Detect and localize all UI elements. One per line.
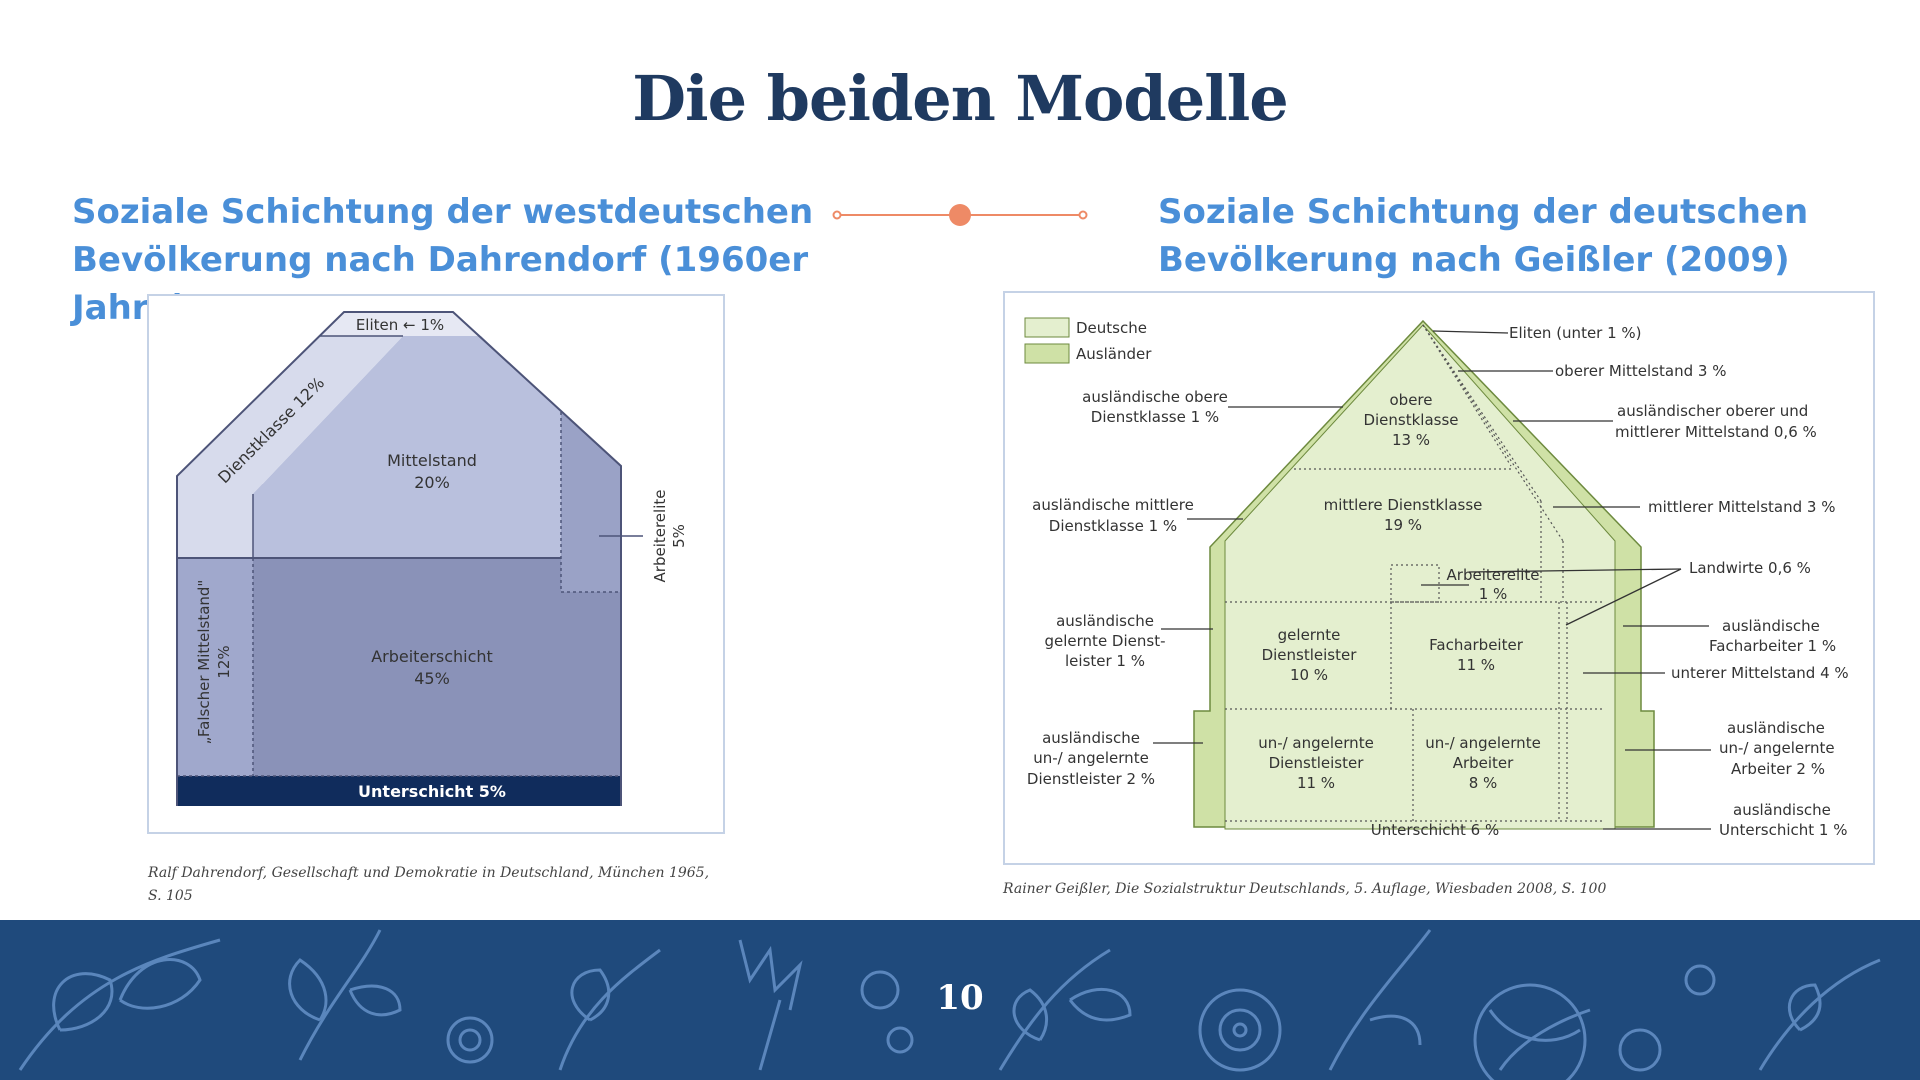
callout-ausl-unterschicht-1: ausländische <box>1733 801 1831 819</box>
page-number: 10 <box>0 978 1920 1018</box>
inner-obere-dk-3: 13 % <box>1392 431 1430 449</box>
inner-facharbeiter-2: 11 % <box>1457 656 1495 674</box>
geissler-house-diagram: Deutsche Ausländer obere Dienstklasse 13… <box>1003 291 1875 865</box>
label-mittelstand-pct: 20% <box>414 473 450 492</box>
legend-auslaender: Ausländer <box>1076 345 1152 363</box>
inner-unangelernte-dl-1: un-/ angelernte <box>1258 734 1374 752</box>
callout-eliten: Eliten (unter 1 %) <box>1509 324 1642 342</box>
label-eliten: Eliten ← 1% <box>356 316 444 334</box>
legend-deutsche: Deutsche <box>1076 319 1147 337</box>
inner-mittlere-dk-1: mittlere Dienstklasse <box>1324 496 1483 514</box>
inner-gelernte-dl-3: 10 % <box>1290 666 1328 684</box>
left-source: Ralf Dahrendorf, Gesellschaft und Demokr… <box>148 862 748 908</box>
label-arbeiterelite-pct: 5% <box>670 524 688 548</box>
left-source-line2: S. 105 <box>148 885 748 908</box>
right-source: Rainer Geißler, Die Sozialstruktur Deuts… <box>1003 878 1703 901</box>
inner-gelernte-dl-2: Dienstleister <box>1262 646 1358 664</box>
inner-facharbeiter-1: Facharbeiter <box>1429 636 1524 654</box>
callout-ausl-arbeiter-3: Arbeiter 2 % <box>1731 760 1825 778</box>
inner-unangelernte-arb-3: 8 % <box>1469 774 1498 792</box>
label-mittelstand: Mittelstand <box>387 451 477 470</box>
label-unterschicht: Unterschicht 5% <box>358 782 506 801</box>
callout-ausl-oberer-ms-1: ausländischer oberer und <box>1617 402 1808 420</box>
connector-ornament <box>830 200 1090 230</box>
inner-gelernte-dl-1: gelernte <box>1278 626 1341 644</box>
label-arbeiterschicht: Arbeiterschicht <box>371 647 493 666</box>
callout-ausl-unterschicht-2: Unterschicht 1 % <box>1719 821 1847 839</box>
inner-unangelernte-arb-2: Arbeiter <box>1453 754 1514 772</box>
callout-ausl-mittlere-dk-2: Dienstklasse 1 % <box>1049 517 1177 535</box>
callout-landwirte: Landwirte 0,6 % <box>1689 559 1811 577</box>
inner-obere-dk-1: obere <box>1390 391 1433 409</box>
callout-ausl-arbeiter-2: un-/ angelernte <box>1719 739 1835 757</box>
callout-ausl-unangelernte-dl-3: Dienstleister 2 % <box>1027 770 1155 788</box>
inner-mittlere-dk-2: 19 % <box>1384 516 1422 534</box>
callout-mittlerer-ms: mittlerer Mittelstand 3 % <box>1648 498 1835 516</box>
label-falscher-mittelstand-pct: 12% <box>215 645 233 678</box>
callout-ausl-obere-dk-1: ausländische obere <box>1082 388 1228 406</box>
label-arbeiterschicht-pct: 45% <box>414 669 450 688</box>
callout-ausl-gelernte-dl-1: ausländische <box>1056 612 1154 630</box>
inner-unangelernte-dl-2: Dienstleister <box>1269 754 1365 772</box>
label-arbeiterelite: Arbeiterelite <box>651 490 669 583</box>
inner-unangelernte-dl-3: 11 % <box>1297 774 1335 792</box>
legend-swatch-auslaender <box>1025 344 1069 363</box>
callout-ausl-arbeiter-1: ausländische <box>1727 719 1825 737</box>
left-source-line1: Ralf Dahrendorf, Gesellschaft und Demokr… <box>148 862 748 885</box>
right-heading: Soziale Schichtung der deutschen Bevölke… <box>1158 188 1898 284</box>
callout-unterer-ms: unterer Mittelstand 4 % <box>1671 664 1849 682</box>
slide-title: Die beiden Modelle <box>0 62 1920 135</box>
callout-ausl-oberer-ms-2: mittlerer Mittelstand 0,6 % <box>1615 423 1817 441</box>
callout-ausl-facharbeiter-2: Facharbeiter 1 % <box>1709 637 1836 655</box>
inner-unangelernte-arb-1: un-/ angelernte <box>1425 734 1541 752</box>
inner-arbeiterelite-2: 1 % <box>1479 585 1508 603</box>
callout-oberer-ms: oberer Mittelstand 3 % <box>1555 362 1726 380</box>
callout-ausl-obere-dk-2: Dienstklasse 1 % <box>1091 408 1219 426</box>
callout-ausl-facharbeiter-1: ausländische <box>1722 617 1820 635</box>
inner-arbeiterelite-1: Arbeiterelite <box>1447 566 1540 584</box>
callout-ausl-mittlere-dk-1: ausländische mittlere <box>1032 496 1194 514</box>
inner-unterschicht: Unterschicht 6 % <box>1371 821 1499 839</box>
callout-ausl-unangelernte-dl-1: ausländische <box>1042 729 1140 747</box>
callout-ausl-gelernte-dl-2: gelernte Dienst- <box>1045 632 1166 650</box>
legend-swatch-deutsche <box>1025 318 1069 337</box>
label-falscher-mittelstand: „Falscher Mittelstand" <box>195 580 213 745</box>
dahrendorf-house-diagram: Eliten ← 1% Dienstklasse 12% Mittelstand… <box>147 294 725 834</box>
callout-ausl-gelernte-dl-3: leister 1 % <box>1065 652 1145 670</box>
callout-ausl-unangelernte-dl-2: un-/ angelernte <box>1033 749 1149 767</box>
inner-obere-dk-2: Dienstklasse <box>1363 411 1458 429</box>
